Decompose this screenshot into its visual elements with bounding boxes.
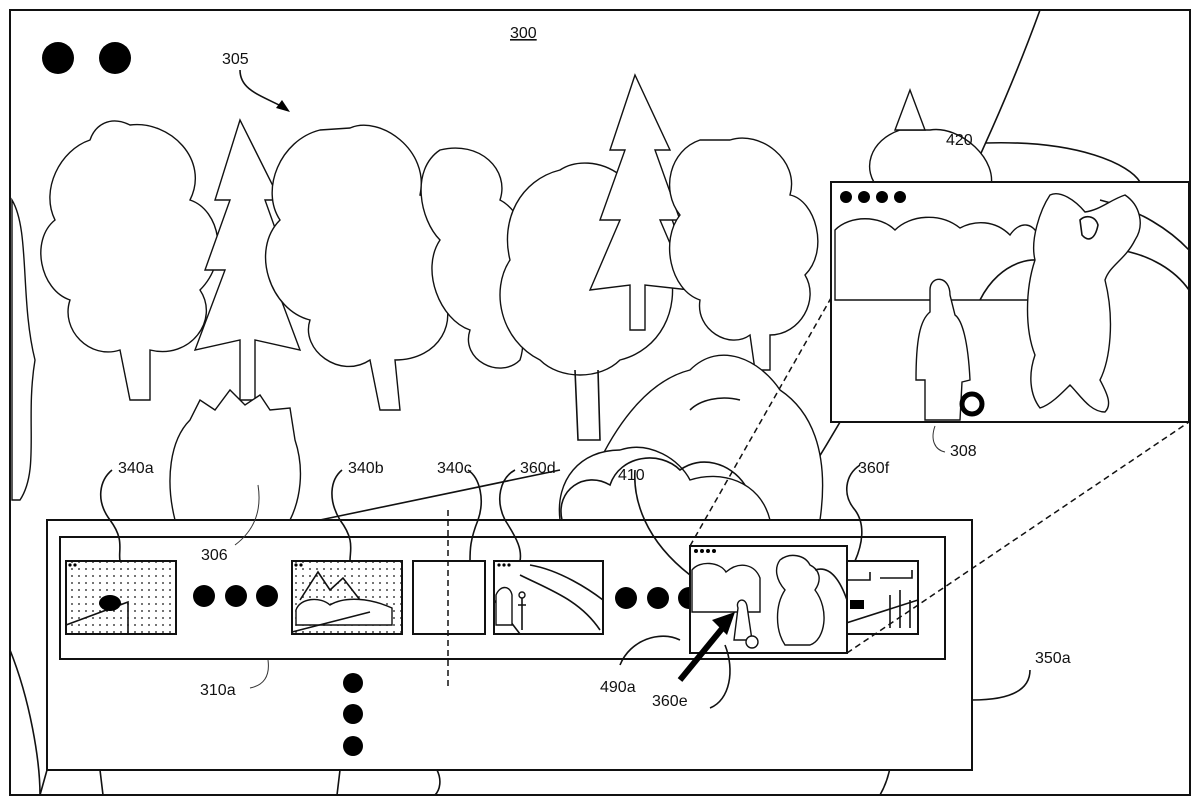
thumbnail-360f[interactable] — [840, 561, 918, 634]
tree — [895, 90, 925, 130]
label-490a: 490a — [600, 679, 636, 696]
thumbnail-360d[interactable] — [494, 561, 603, 634]
forest-mini — [692, 563, 760, 612]
status-dot — [42, 42, 74, 74]
tree — [670, 138, 818, 370]
thumbnail-340a[interactable] — [66, 561, 176, 634]
leader-420 — [985, 143, 1140, 182]
label-306: 306 — [201, 547, 228, 564]
leader-308 — [933, 426, 945, 452]
scene-label: 305 — [222, 51, 249, 68]
label-308: 308 — [950, 443, 977, 460]
label-360e: 360e — [652, 693, 688, 710]
label-360f: 360f — [858, 460, 890, 477]
ground-line — [320, 470, 560, 520]
thumbnail-340b[interactable] — [292, 561, 402, 634]
arrow-head-icon — [276, 100, 290, 112]
hiker-tree — [496, 588, 512, 626]
preview-window — [831, 182, 1189, 422]
status-dots — [42, 42, 131, 74]
status-dot — [99, 42, 131, 74]
leader-350a — [972, 670, 1030, 700]
label-360d: 360d — [520, 460, 556, 477]
label-340b: 340b — [348, 460, 384, 477]
user-head — [170, 390, 300, 520]
car-icon — [850, 600, 864, 609]
head-outline — [170, 390, 300, 520]
forest-mini — [296, 599, 392, 625]
tree — [12, 200, 35, 500]
thumbnail-frame[interactable] — [840, 561, 918, 634]
label-410: 410 — [618, 467, 645, 484]
more-rows-indicator[interactable] — [343, 673, 363, 756]
label-340a: 340a — [118, 460, 154, 477]
lantern-icon — [962, 394, 982, 414]
tree — [41, 121, 218, 400]
fov-edge-left — [10, 650, 40, 795]
scene-leader — [240, 70, 285, 108]
tree — [870, 130, 992, 190]
lantern-icon — [746, 636, 758, 648]
label-420: 420 — [946, 132, 973, 149]
tree-trunk — [575, 370, 600, 440]
carousel-ellipsis — [193, 585, 278, 607]
thumbnail-340c-empty[interactable] — [413, 561, 485, 634]
carousel-ellipsis — [615, 587, 700, 609]
menu-bottom-lines — [40, 770, 440, 795]
figure-number: 300 — [510, 25, 537, 42]
snowmobile-icon — [99, 595, 121, 611]
label-340c: 340c — [437, 460, 472, 477]
label-310a: 310a — [200, 682, 236, 699]
label-350a: 350a — [1035, 650, 1071, 667]
snow-texture — [67, 562, 175, 633]
